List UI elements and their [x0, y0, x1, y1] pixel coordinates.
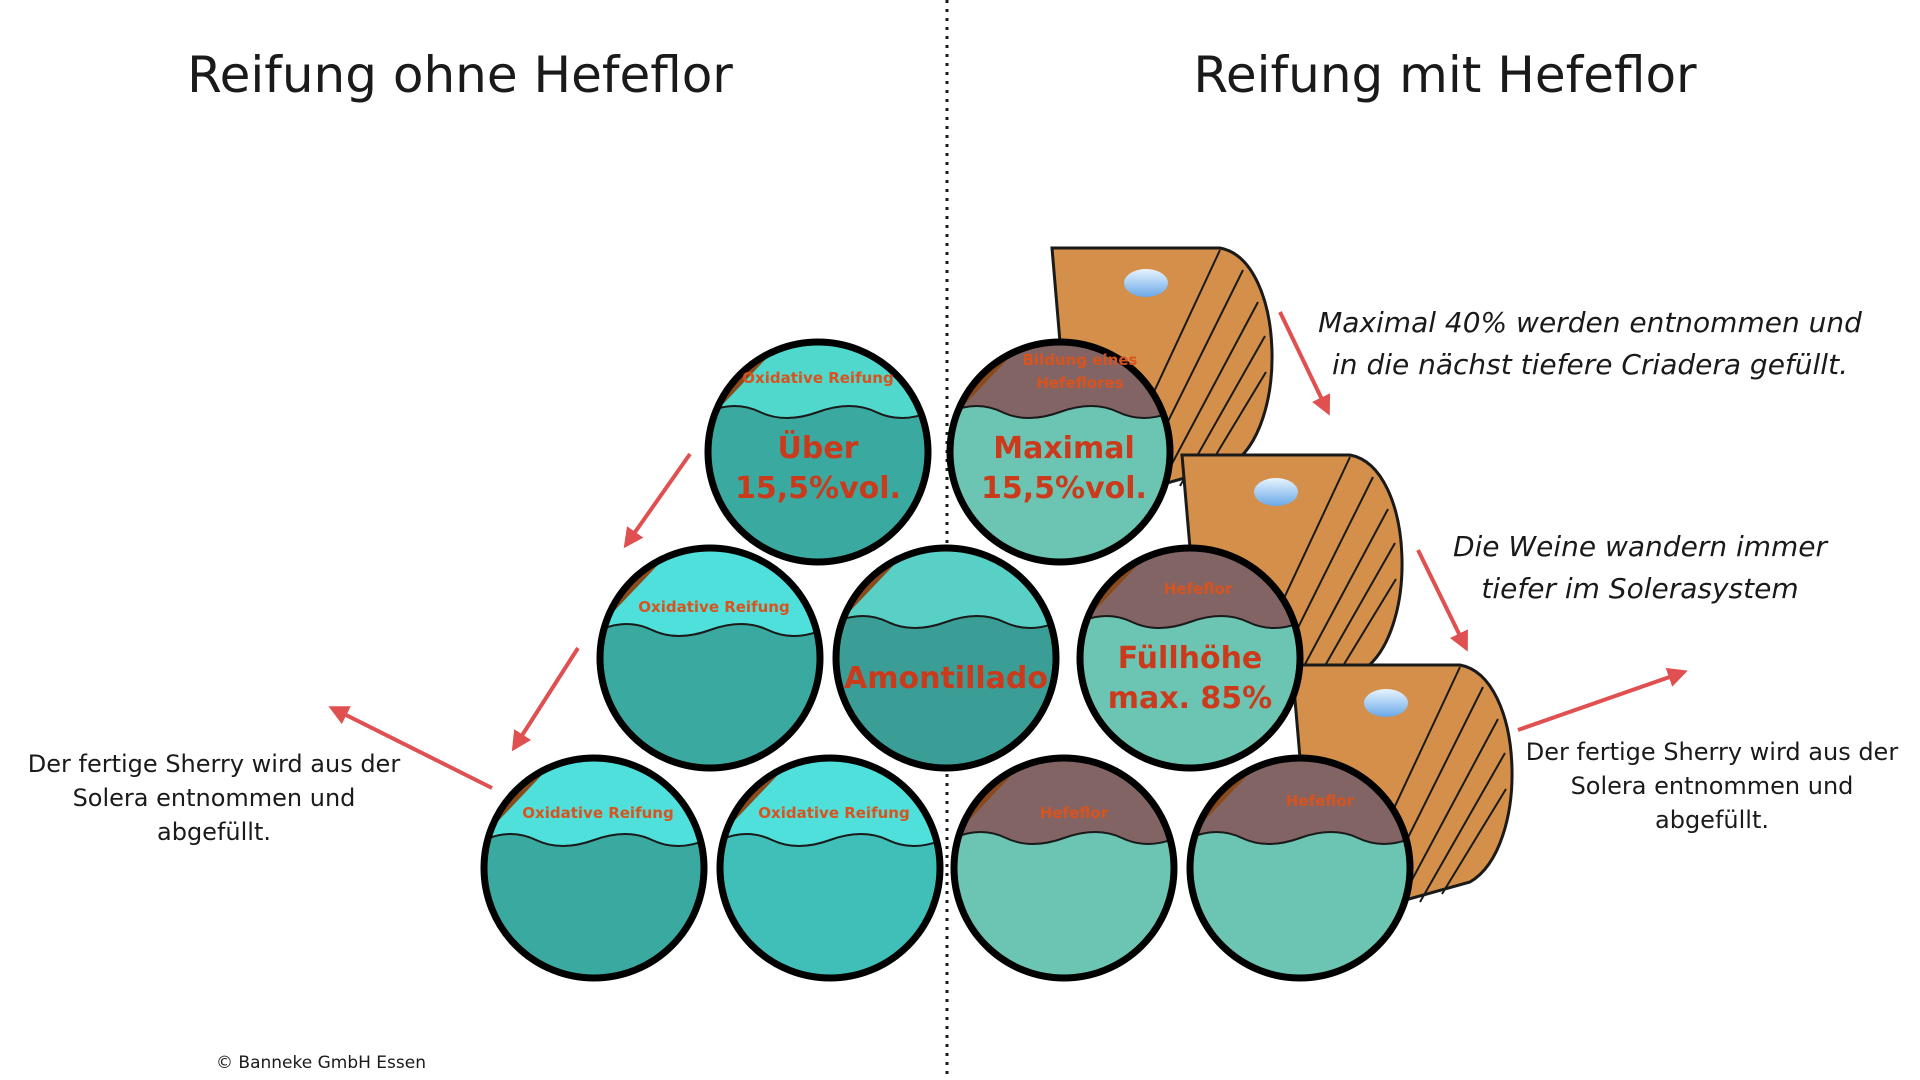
- barrel-mit-middle: Hefeflor Füllhöhe max. 85%: [1076, 544, 1304, 772]
- copyright: © Banneke GmbH Essen: [216, 1053, 426, 1073]
- barrel-mit-top: Bildung eines Hefeflores Maximal 15,5%vo…: [946, 338, 1174, 566]
- barrel-label-big: Amontillado: [844, 661, 1048, 696]
- note-left-line3: abgefüllt.: [157, 818, 271, 846]
- barrel-ohne-top: Oxidative Reifung Über 15,5%vol.: [704, 338, 932, 566]
- note-top-line1: Maximal 40% werden entnommen und: [1318, 306, 1862, 339]
- bung-hole-icon: [1364, 689, 1408, 717]
- barrel-label-big-line1: Füllhöhe: [1118, 641, 1263, 676]
- right-title: Reifung mit Hefeflor: [1193, 46, 1697, 104]
- arrow-down-left-icon: [623, 452, 692, 549]
- bung-hole-icon: [1124, 269, 1168, 297]
- barrel-label-big-line2: 15,5%vol.: [735, 471, 901, 506]
- note-left-line2: Solera entnommen und: [73, 784, 356, 812]
- barrel-label-big-line1: Über: [778, 429, 859, 466]
- note-left-line1: Der fertige Sherry wird aus der: [28, 750, 401, 778]
- note-middle-line1: Die Weine wandern immer: [1453, 530, 1829, 563]
- barrel-label-big-line2: max. 85%: [1108, 681, 1273, 716]
- arrow-down-right-icon: [1278, 311, 1331, 416]
- barrel-label-small: Oxidative Reifung: [742, 369, 893, 387]
- note-top-line2: in die nächst tiefere Criadera gefüllt.: [1332, 348, 1848, 381]
- bung-hole-icon: [1254, 478, 1298, 506]
- left-title: Reifung ohne Hefeflor: [187, 46, 733, 104]
- barrel-ohne-middle-center: Amontillado: [832, 544, 1060, 772]
- barrel-label-small-line2: Hefeflores: [1036, 374, 1123, 392]
- note-right-line3: abgefüllt.: [1655, 806, 1769, 834]
- barrel-ohne-middle-left: Oxidative Reifung: [596, 544, 824, 772]
- barrel-label-small-line1: Bildung eines: [1023, 351, 1138, 369]
- barrel-ohne-bottom-right: Oxidative Reifung: [716, 754, 944, 982]
- barrel-label-big-line1: Maximal: [993, 431, 1135, 466]
- arrow-down-right-icon: [1416, 549, 1468, 652]
- arrow-out-right-icon: [1517, 667, 1688, 732]
- note-middle-line2: tiefer im Solerasystem: [1481, 572, 1798, 605]
- note-right-line2: Solera entnommen und: [1571, 772, 1854, 800]
- barrel-ohne-bottom-left: Oxidative Reifung: [480, 754, 708, 982]
- arrow-down-left-icon: [511, 646, 580, 752]
- barrel-label-small: Oxidative Reifung: [638, 598, 789, 616]
- barrel-label-small: Oxidative Reifung: [522, 804, 673, 822]
- barrel-mit-bottom-left: Hefeflor: [950, 754, 1178, 982]
- barrel-label-small: Oxidative Reifung: [758, 804, 909, 822]
- barrel-label-small: Hefeflor: [1040, 804, 1109, 822]
- barrel-label-big-line2: 15,5%vol.: [981, 471, 1147, 506]
- barrel-label-small: Hefeflor: [1286, 792, 1355, 810]
- barrel-label-small: Hefeflor: [1164, 580, 1233, 598]
- barrel-mit-bottom-right: Hefeflor: [1186, 754, 1414, 982]
- arrow-out-left-icon: [328, 706, 493, 790]
- note-right-line1: Der fertige Sherry wird aus der: [1526, 738, 1899, 766]
